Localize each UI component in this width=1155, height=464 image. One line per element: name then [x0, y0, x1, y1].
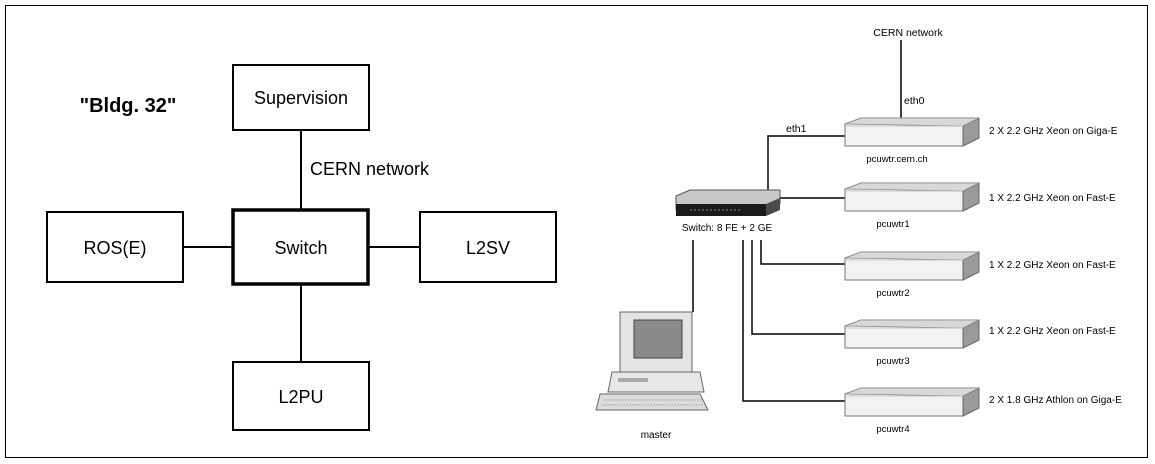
server-icon	[844, 387, 980, 417]
switch-box	[231, 208, 370, 286]
server-icon	[844, 251, 980, 281]
master-computer-icon	[595, 311, 709, 411]
server-name: pcuwtr4	[876, 424, 909, 435]
server-pcuwtr2: pcuwtr2 1 X 2.2 GHz Xeon on Fast-E	[844, 251, 1116, 299]
l2pu-box	[232, 361, 370, 431]
master-label: master	[641, 430, 672, 441]
link-switch-pcuwtr3	[751, 240, 848, 335]
server-pcuwtr-cern: pcuwtr.cern.ch 2 X 2.2 GHz Xeon on Giga-…	[844, 117, 1118, 165]
server-spec: 2 X 1.8 GHz Athlon on Giga-E	[989, 395, 1122, 406]
link-switch-eth1	[767, 135, 845, 190]
server-name: pcuwtr2	[876, 288, 909, 299]
ethernet-switch-icon	[675, 189, 781, 216]
server-pcuwtr1: pcuwtr1 1 X 2.2 GHz Xeon on Fast-E	[844, 182, 1116, 230]
l2sv-label: L2SV	[466, 238, 510, 258]
l2pu-label: L2PU	[278, 387, 323, 407]
server-icon	[844, 319, 980, 349]
server-pcuwtr4: pcuwtr4 2 X 1.8 GHz Athlon on Giga-E	[844, 387, 1122, 435]
server-name: pcuwtr.cern.ch	[866, 154, 927, 165]
eth0-label: eth0	[904, 95, 925, 107]
cern-network-label-right: CERN network	[873, 27, 943, 39]
server-pcuwtr3: pcuwtr3 1 X 2.2 GHz Xeon on Fast-E	[844, 319, 1116, 367]
left-topology: "Bldg. 32" Supervision CERN network Swit…	[46, 64, 557, 431]
supervision-box	[232, 64, 370, 131]
cern-network-label-left: CERN network	[310, 159, 430, 179]
eth1-label: eth1	[786, 123, 807, 135]
ros-box	[46, 211, 184, 283]
link-switch-pcuwtr2	[760, 240, 848, 265]
ros-label: ROS(E)	[84, 238, 147, 258]
site-label: "Bldg. 32"	[80, 95, 177, 117]
server-icon	[844, 182, 980, 212]
link-switch-pcuwtr4	[742, 240, 848, 402]
server-spec: 1 X 2.2 GHz Xeon on Fast-E	[989, 326, 1116, 337]
supervision-label: Supervision	[254, 88, 348, 108]
switch-spec-label: Switch: 8 FE + 2 GE	[682, 223, 773, 234]
right-testbed: CERN network eth0 eth1 Switch: 8 FE + 2 …	[595, 27, 1122, 441]
switch-label: Switch	[274, 238, 327, 258]
server-icon	[844, 117, 980, 147]
l2sv-box	[419, 211, 557, 283]
server-spec: 1 X 2.2 GHz Xeon on Fast-E	[989, 193, 1116, 204]
server-name: pcuwtr1	[876, 219, 909, 230]
server-spec: 2 X 2.2 GHz Xeon on Giga-E	[989, 126, 1118, 137]
figure-frame	[5, 5, 1148, 458]
server-name: pcuwtr3	[876, 356, 909, 367]
server-spec: 1 X 2.2 GHz Xeon on Fast-E	[989, 260, 1116, 271]
